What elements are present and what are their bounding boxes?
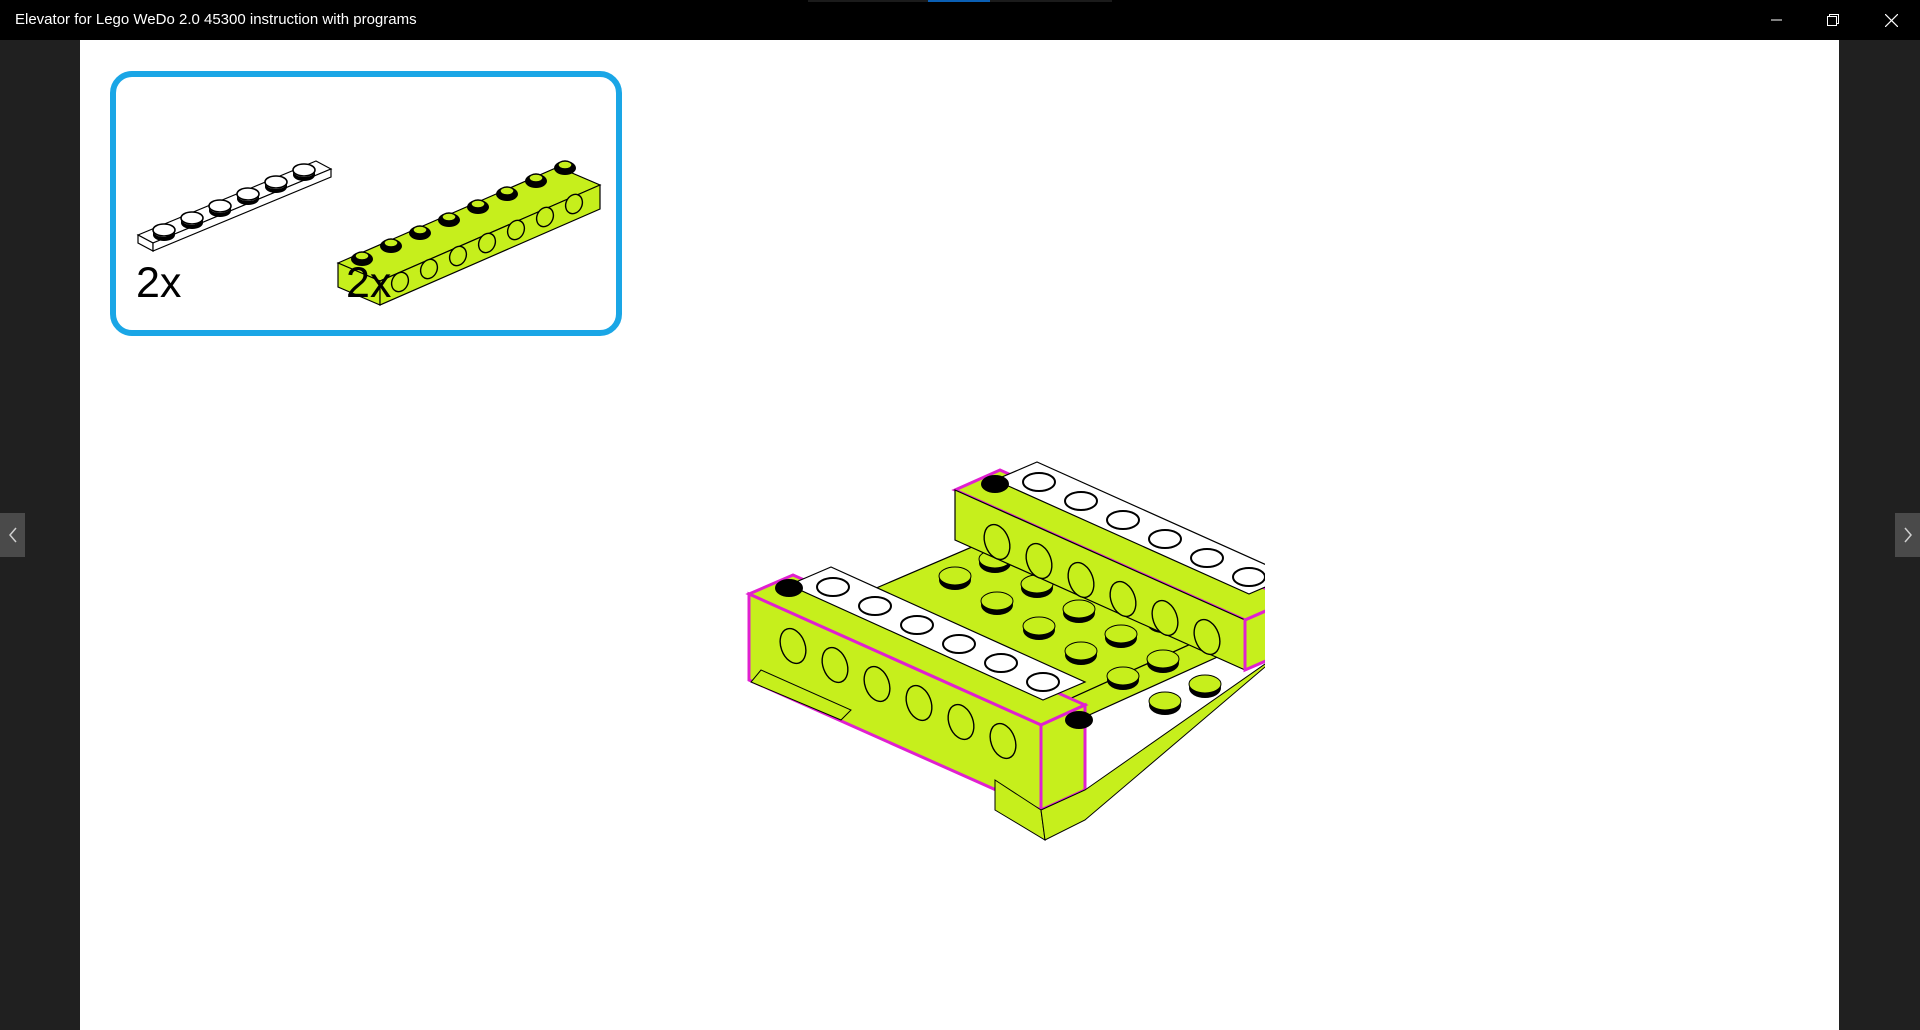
restore-icon — [1827, 14, 1839, 26]
previous-page-button[interactable] — [0, 513, 25, 557]
lime-technic-beam-part — [336, 160, 602, 306]
part-quantity: 2x — [136, 259, 182, 307]
close-icon — [1884, 13, 1898, 27]
part-quantity: 2x — [346, 259, 392, 307]
instruction-page: 2x — [80, 40, 1839, 1030]
title-bar-accent-highlight — [928, 0, 990, 2]
minimize-button[interactable] — [1749, 0, 1805, 40]
restore-button[interactable] — [1805, 0, 1861, 40]
title-bar: Elevator for Lego WeDo 2.0 45300 instruc… — [0, 0, 1920, 40]
minimize-icon — [1771, 19, 1782, 21]
chevron-right-icon — [1903, 527, 1912, 543]
window-title: Elevator for Lego WeDo 2.0 45300 instruc… — [15, 11, 417, 28]
parts-list-box: 2x — [110, 71, 622, 336]
white-plate-part — [136, 160, 333, 252]
next-page-button[interactable] — [1895, 513, 1920, 557]
chevron-left-icon — [8, 527, 17, 543]
close-button[interactable] — [1863, 0, 1919, 40]
assembly-model-illustration — [745, 461, 1265, 841]
